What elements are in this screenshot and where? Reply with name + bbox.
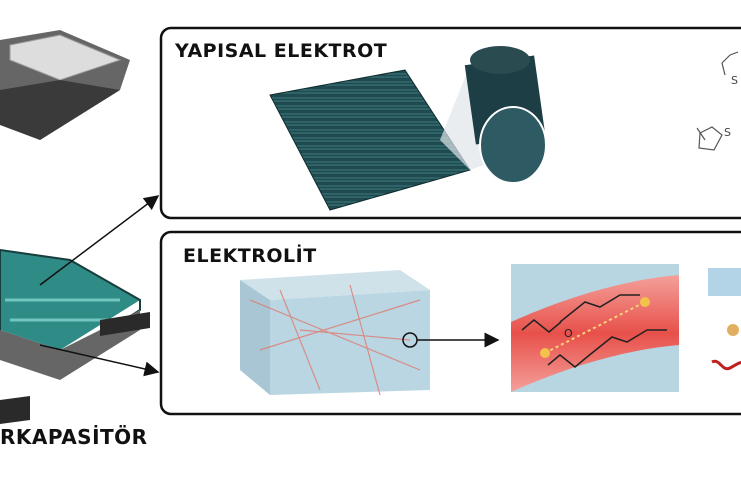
legend-ion-icon [727,324,739,336]
electrolyte-title: ELEKTROLİT [183,245,317,267]
structural-electrode-title: YAPISAL ELEKTROT [175,40,388,62]
sulfur-label: S [731,74,738,87]
sulfur-label: S [724,126,731,139]
arrow-to-electrolyte [39,344,160,377]
device-label: RKAPASİTÖR [0,425,148,449]
structural-supercapacitor-image [0,248,150,424]
arrow-to-electrode [39,195,160,286]
thiophene-structure-icon [696,51,739,151]
supercapacitor-3d-model-top [0,30,130,140]
electrolyte-panel [159,230,741,416]
legend-polymer-chain-icon [711,359,741,371]
polymer-ion-transport-icon [511,264,679,392]
carbon-fabric-icon [270,70,470,210]
oxygen-label: O [564,327,573,340]
legend-matrix-swatch [708,268,741,296]
structural-electrode-panel [159,26,741,220]
carbon-fiber-cylinder-icon [464,46,547,184]
electrolyte-cube-icon [240,270,430,396]
